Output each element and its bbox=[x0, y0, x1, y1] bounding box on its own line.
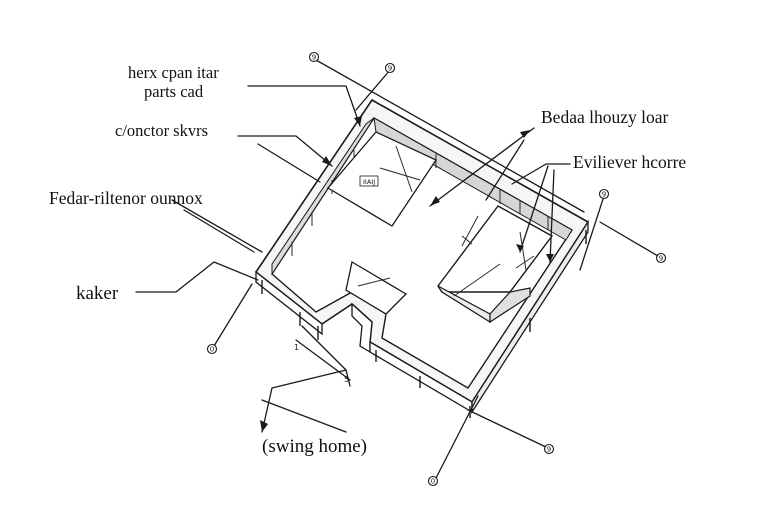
wall-inner-right bbox=[373, 117, 573, 241]
arrow-tip-bedaa bbox=[430, 196, 440, 206]
marker-right: 9 bbox=[655, 252, 667, 264]
label-eviliever: Eviliever hcorre bbox=[573, 152, 686, 172]
label-parts-cad: parts cad bbox=[144, 82, 204, 101]
arrow-tips bbox=[260, 116, 554, 432]
label-fedar: Fedar-riltenor ounnox bbox=[49, 188, 203, 208]
arrow-tip-evil bbox=[516, 244, 524, 252]
labels: herx cpan itar parts cad c/onctor skvrs … bbox=[49, 63, 686, 457]
arrow-tip-connector bbox=[322, 156, 332, 166]
arrow-tip-top bbox=[354, 116, 362, 126]
interior-slab-left: IIAIJ bbox=[327, 131, 437, 227]
markers: 9 9 9 9 0 9 0 1 5 bbox=[206, 51, 667, 487]
marker-dim-1: 1 bbox=[294, 343, 299, 352]
leader-lines bbox=[135, 59, 659, 479]
marker-dim-2: 5 bbox=[344, 375, 349, 384]
svg-text:1: 1 bbox=[294, 343, 299, 352]
label-swing-home: (swing home) bbox=[262, 436, 367, 457]
wall-front-notch bbox=[351, 302, 373, 354]
svg-text:9: 9 bbox=[312, 54, 316, 62]
small-tag-text: IIAIJ bbox=[363, 178, 375, 186]
svg-text:9: 9 bbox=[547, 446, 551, 454]
marker-right-top: 9 bbox=[598, 188, 610, 200]
label-kaker: kaker bbox=[76, 283, 119, 304]
svg-text:9: 9 bbox=[388, 65, 392, 73]
arrow-tip-bedaa-top bbox=[520, 130, 530, 138]
marker-bottom-right: 9 bbox=[543, 443, 555, 455]
wall-inner-left bbox=[271, 117, 375, 276]
svg-text:5: 5 bbox=[344, 375, 349, 384]
svg-text:0: 0 bbox=[210, 346, 214, 354]
label-connector: c/onctor skvrs bbox=[115, 121, 208, 140]
svg-text:9: 9 bbox=[659, 255, 663, 263]
marker-top-2: 9 bbox=[384, 62, 396, 74]
arrow-tip-evil-2 bbox=[546, 254, 554, 262]
arrow-tip-swing bbox=[260, 420, 268, 432]
svg-text:9: 9 bbox=[602, 191, 606, 199]
small-tag-box bbox=[359, 175, 379, 187]
notch-step bbox=[345, 260, 408, 315]
label-herx-cpan: herx cpan itar bbox=[128, 63, 219, 82]
marker-bottom: 0 bbox=[427, 475, 439, 487]
marker-left-bottom: 0 bbox=[206, 343, 218, 355]
interior-block-right bbox=[437, 205, 554, 324]
label-bedaa: Bedaa lhouzy loar bbox=[541, 107, 668, 127]
marker-top-1: 9 bbox=[308, 51, 320, 63]
svg-text:0: 0 bbox=[431, 478, 435, 486]
room-walls bbox=[255, 99, 589, 418]
